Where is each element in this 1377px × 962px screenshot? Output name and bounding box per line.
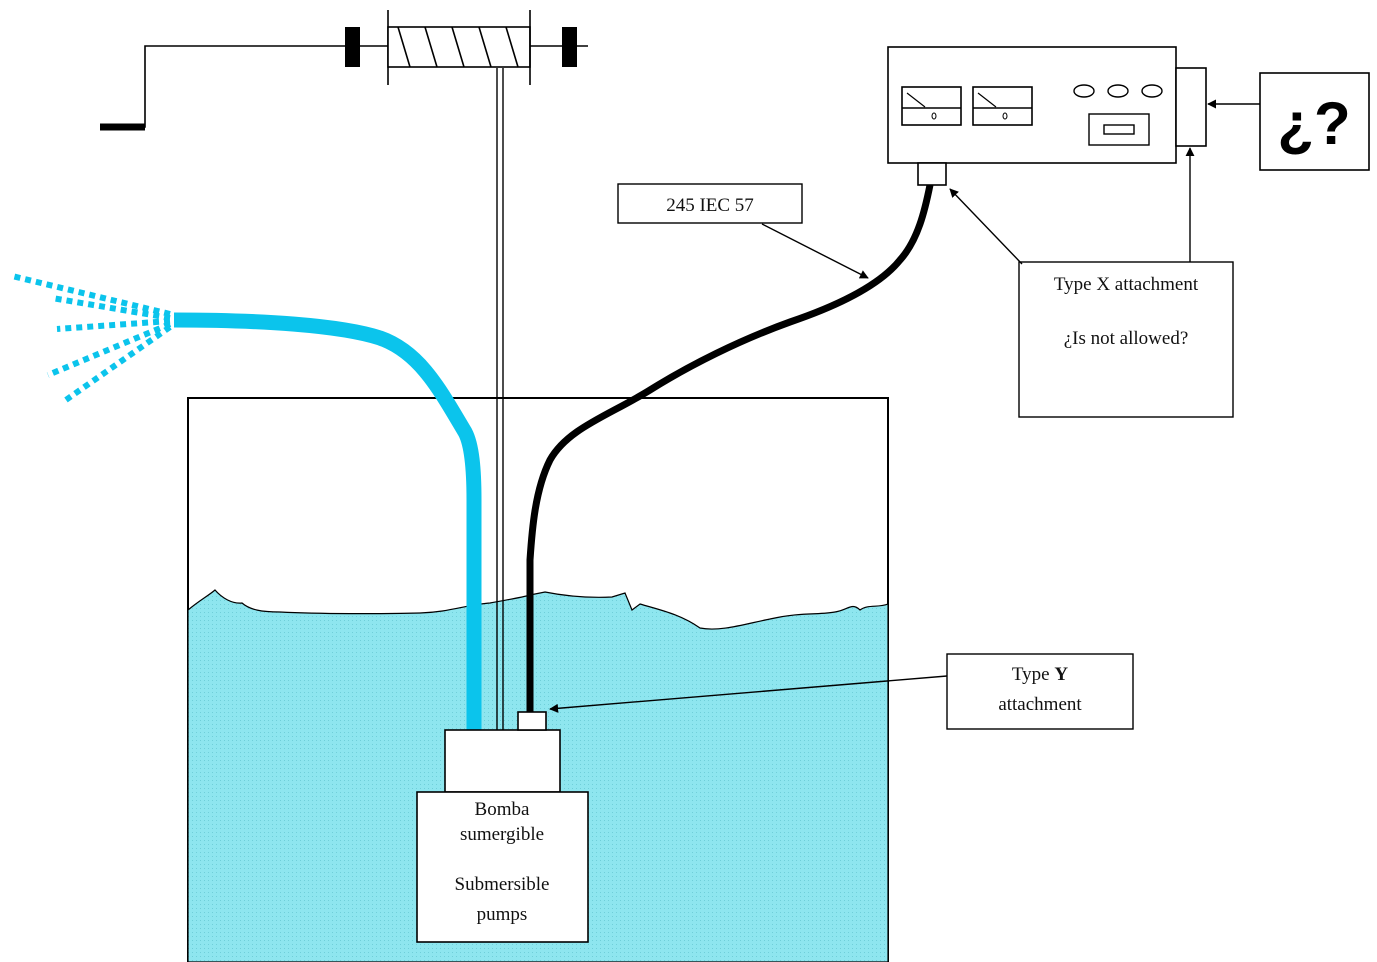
pump-label-es-1: Bomba — [475, 799, 530, 820]
submersible-pump — [416, 711, 589, 943]
type-x-question: ¿Is not allowed? — [1064, 328, 1189, 349]
unknown-source-box — [1259, 72, 1370, 171]
indicator-light-2 — [1107, 84, 1129, 98]
type-x-socket — [917, 162, 947, 186]
type-y-plug — [517, 711, 547, 731]
type-x-label: Type X attachment — [1054, 274, 1199, 295]
water-hose — [173, 312, 482, 732]
display-slot — [1103, 124, 1135, 135]
indicator-light-3 — [1141, 84, 1163, 98]
pump-label-en-2: pumps — [477, 904, 528, 925]
type-y-label-2: attachment — [998, 694, 1082, 715]
type-y-callout — [946, 653, 1134, 730]
analog-meter-icon — [901, 86, 962, 126]
cable-code-box — [617, 183, 803, 224]
cable-code-arrow — [761, 223, 869, 279]
power-cable — [526, 184, 934, 712]
type-x-callout — [1018, 261, 1234, 418]
pump-label-es-2: sumergible — [460, 824, 544, 845]
cable-code-label: 245 IEC 57 — [666, 195, 754, 216]
water-spray-icon — [11, 273, 172, 405]
pulley-reel-icon — [100, 10, 588, 131]
input-socket — [1175, 67, 1207, 147]
type-y-label: Type Y — [1012, 664, 1068, 685]
pump-label-en-1: Submersible — [455, 874, 550, 895]
unknown-source-label: ¿? — [1277, 90, 1350, 157]
indicator-light-1 — [1073, 84, 1095, 98]
analog-meter-icon-2 — [972, 86, 1033, 126]
type-x-arrow — [949, 188, 1023, 265]
power-supply-unit — [887, 46, 1207, 186]
type-y-arrow — [549, 675, 948, 713]
